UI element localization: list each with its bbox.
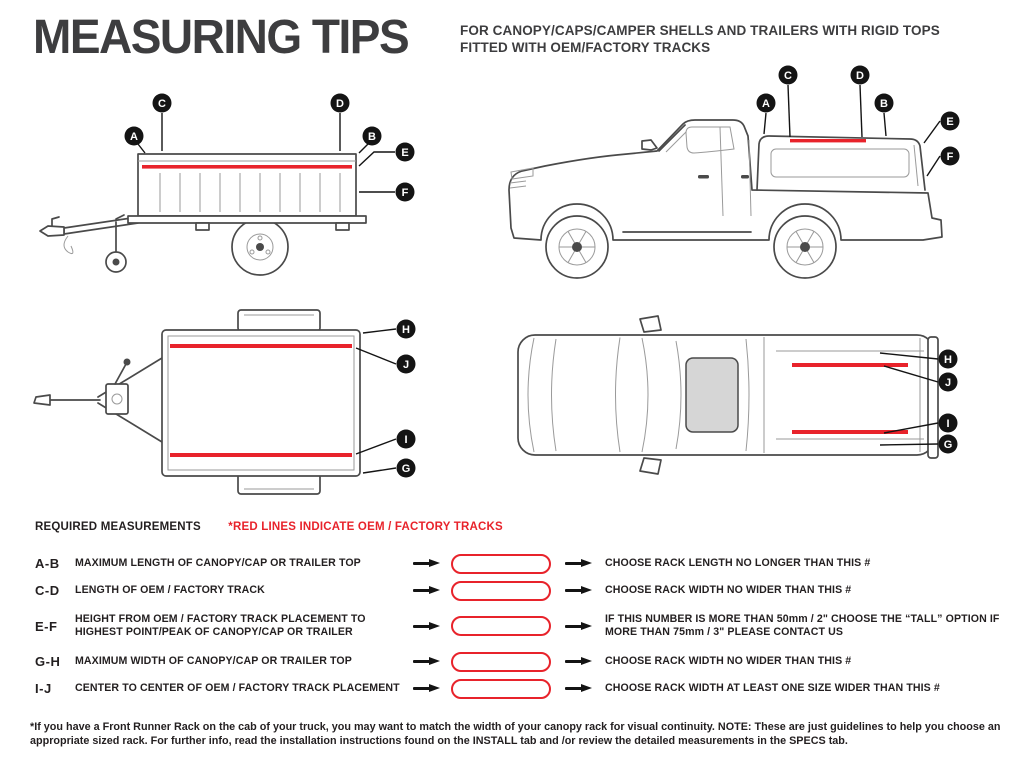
- red-lines-note: *RED LINES INDICATE OEM / FACTORY TRACKS: [228, 521, 503, 533]
- measure-point-j: J: [883, 365, 958, 392]
- oem-track-line: [790, 139, 866, 143]
- measurement-row-gh: G-H MAXIMUM WIDTH OF CANOPY/CAP OR TRAIL…: [35, 648, 1003, 675]
- measure-point-g: G: [362, 458, 416, 478]
- measurement-description: HEIGHT FROM OEM / FACTORY TRACK PLACEMEN…: [75, 613, 366, 638]
- svg-text:E: E: [401, 147, 408, 159]
- svg-text:C: C: [158, 98, 166, 110]
- measure-point-b: B: [358, 126, 382, 154]
- svg-text:J: J: [945, 377, 951, 389]
- oem-track-line: [170, 344, 352, 348]
- subtitle-line-1: FOR CANOPY/CAPS/CAMPER SHELLS AND TRAILE…: [460, 23, 940, 38]
- svg-text:D: D: [856, 70, 864, 82]
- measurements-table: A-B MAXIMUM LENGTH OF CANOPY/CAP OR TRAI…: [35, 550, 1003, 702]
- arrow-right-icon: [413, 684, 441, 693]
- svg-text:C: C: [784, 70, 792, 82]
- arrow-right-icon: [413, 657, 441, 666]
- measure-point-f: F: [926, 146, 960, 177]
- footnote: *If you have a Front Runner Rack on the …: [30, 721, 1001, 747]
- svg-text:H: H: [402, 324, 410, 336]
- svg-text:H: H: [944, 354, 952, 366]
- measurement-value-box: [451, 553, 551, 574]
- arrow-right-icon: [565, 621, 593, 631]
- measurement-code: C-D: [35, 583, 60, 598]
- measurement-code: A-B: [35, 556, 60, 571]
- truck-side-view-diagram: A C D B E F: [508, 65, 960, 279]
- measure-point-d: D: [850, 65, 870, 138]
- measurement-row-ef: E-F HEIGHT FROM OEM / FACTORY TRACK PLAC…: [35, 604, 1003, 648]
- oem-track-line: [142, 165, 352, 169]
- measurement-row-ab: A-B MAXIMUM LENGTH OF CANOPY/CAP OR TRAI…: [35, 550, 1003, 577]
- svg-text:D: D: [336, 98, 344, 110]
- subtitle-line-2: FITTED WITH OEM/FACTORY TRACKS: [460, 40, 711, 55]
- svg-text:A: A: [762, 98, 770, 110]
- measure-point-a: A: [124, 126, 146, 154]
- measurement-description: MAXIMUM LENGTH OF CANOPY/CAP OR TRAILER …: [75, 557, 361, 569]
- arrow-right-icon: [565, 586, 593, 595]
- svg-text:F: F: [402, 187, 409, 199]
- arrow-right-icon: [413, 559, 441, 568]
- measurement-row-cd: C-D LENGTH OF OEM / FACTORY TRACK CHOOSE…: [35, 577, 1003, 604]
- arrow-right-icon: [565, 657, 593, 666]
- measure-point-a: A: [756, 93, 776, 135]
- required-measurements-label: REQUIRED MEASUREMENTS: [35, 521, 201, 533]
- truck-top-illustration: [517, 315, 939, 475]
- svg-text:J: J: [403, 359, 409, 371]
- page-title: MEASURING TIPS: [33, 9, 410, 64]
- svg-text:B: B: [880, 98, 888, 110]
- page-subtitle: FOR CANOPY/CAPS/CAMPER SHELLS AND TRAILE…: [460, 22, 940, 56]
- measurement-description: MAXIMUM WIDTH OF CANOPY/CAP OR TRAILER T…: [75, 655, 352, 667]
- svg-text:A: A: [130, 131, 138, 143]
- measure-point-e: E: [923, 111, 960, 144]
- measurement-guidance: CHOOSE RACK WIDTH NO WIDER THAN THIS #: [605, 584, 852, 596]
- measurement-guidance: IF THIS NUMBER IS MORE THAN 50mm / 2" CH…: [605, 613, 1000, 638]
- measure-point-f: F: [359, 182, 415, 202]
- measure-point-d: D: [330, 93, 350, 151]
- measurement-guidance: CHOOSE RACK WIDTH NO WIDER THAN THIS #: [605, 655, 852, 667]
- measure-point-c: C: [152, 93, 172, 151]
- measurement-value-box: [451, 616, 551, 636]
- measurement-code: E-F: [35, 618, 58, 634]
- measure-point-i: I: [883, 413, 958, 434]
- measure-point-j: J: [355, 347, 416, 374]
- measure-point-h: H: [362, 319, 416, 339]
- trailer-top-illustration: [33, 309, 361, 495]
- measurement-guidance: CHOOSE RACK WIDTH AT LEAST ONE SIZE WIDE…: [605, 682, 940, 694]
- measurement-code: G-H: [35, 654, 61, 669]
- svg-text:I: I: [404, 434, 407, 446]
- oem-track-line: [792, 363, 908, 367]
- truck-side-illustration: [508, 119, 943, 279]
- measurement-row-ij: I-J CENTER TO CENTER OF OEM / FACTORY TR…: [35, 675, 1003, 702]
- measurement-value-box: [451, 580, 551, 601]
- measure-point-h: H: [879, 349, 958, 369]
- svg-text:F: F: [947, 151, 954, 163]
- measure-point-c: C: [778, 65, 798, 138]
- measurement-value-box: [451, 651, 551, 672]
- trailer-top-view-diagram: H J I G: [33, 309, 416, 495]
- oem-track-line: [170, 453, 352, 457]
- trailer-side-illustration: [39, 153, 367, 276]
- legend: REQUIRED MEASUREMENTS *RED LINES INDICAT…: [35, 521, 503, 533]
- svg-text:G: G: [402, 463, 411, 475]
- arrow-right-icon: [413, 621, 441, 631]
- svg-text:E: E: [946, 116, 953, 128]
- measurement-value-box: [451, 678, 551, 699]
- arrow-right-icon: [565, 684, 593, 693]
- measure-point-i: I: [355, 429, 416, 455]
- measurement-guidance: CHOOSE RACK LENGTH NO LONGER THAN THIS #: [605, 557, 871, 569]
- measure-point-e: E: [358, 142, 415, 167]
- measure-point-b: B: [874, 93, 894, 137]
- arrow-right-icon: [565, 559, 593, 568]
- trailer-side-view-diagram: A C D B E F: [39, 93, 415, 276]
- measurement-description: CENTER TO CENTER OF OEM / FACTORY TRACK …: [75, 682, 400, 694]
- arrow-right-icon: [413, 586, 441, 595]
- measure-point-g: G: [879, 434, 958, 454]
- oem-track-line: [792, 430, 908, 434]
- measurement-description: LENGTH OF OEM / FACTORY TRACK: [75, 584, 265, 596]
- svg-text:I: I: [946, 418, 949, 430]
- measurement-code: I-J: [35, 681, 52, 696]
- truck-top-view-diagram: H J I G: [517, 315, 958, 475]
- svg-text:G: G: [944, 439, 953, 451]
- svg-text:B: B: [368, 131, 376, 143]
